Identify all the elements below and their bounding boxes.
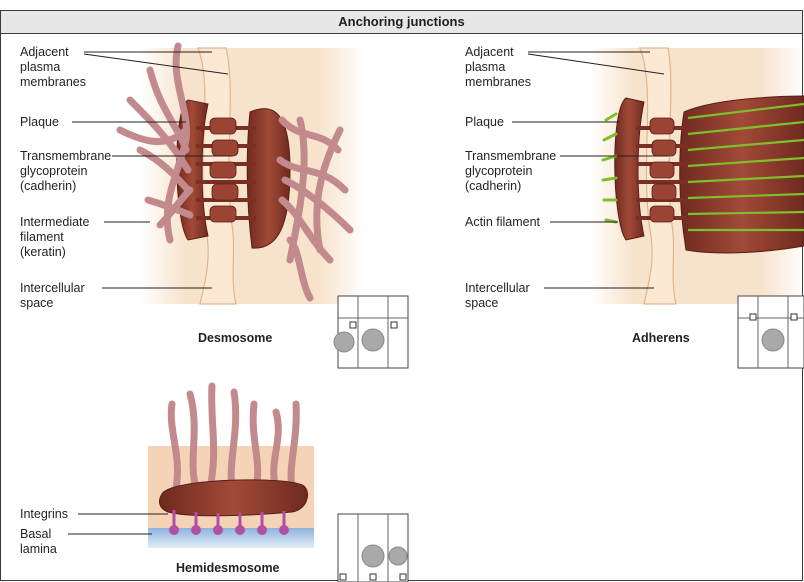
adherens-label-adjacent-membranes: Adjacent plasma membranes (465, 45, 531, 90)
hemidesmosome-inset (338, 514, 408, 582)
hemidesmosome-illustration (148, 386, 314, 548)
desmosome-label-intermediate-filament: Intermediate filament (keratin) (20, 215, 89, 260)
desmosome-inset (334, 296, 408, 368)
adherens-label-actin-filament: Actin filament (465, 215, 540, 230)
hemidesmosome-label-integrins: Integrins (20, 507, 68, 522)
desmosome-caption: Desmosome (198, 331, 272, 345)
hemidesmosome-caption: Hemidesmosome (176, 561, 280, 575)
adherens-illustration (590, 48, 804, 304)
adherens-label-intercellular-space: Intercellular space (465, 281, 530, 311)
adherens-caption: Adherens (632, 331, 690, 345)
desmosome-illustration (120, 46, 365, 304)
desmosome-label-adjacent-membranes: Adjacent plasma membranes (20, 45, 86, 90)
hemidesmosome-plaque (160, 480, 308, 516)
adherens-label-plaque: Plaque (465, 115, 504, 130)
desmosome-label-plaque: Plaque (20, 115, 59, 130)
hemidesmosome-label-basal-lamina: Basal lamina (20, 527, 57, 557)
adherens-inset (738, 296, 804, 368)
adherens-label-transmembrane: Transmembrane glycoprotein (cadherin) (465, 149, 556, 194)
desmosome-label-intercellular-space: Intercellular space (20, 281, 85, 311)
desmosome-label-transmembrane: Transmembrane glycoprotein (cadherin) (20, 149, 111, 194)
desmosome-cadherin-clusters (210, 118, 238, 222)
